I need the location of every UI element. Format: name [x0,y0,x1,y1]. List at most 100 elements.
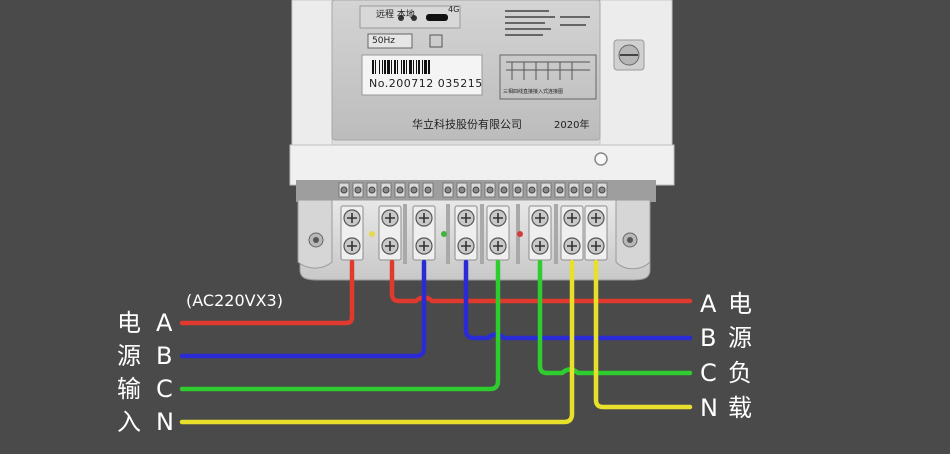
input-title-char-3: 输 [117,375,141,403]
aux-screw-icon [486,186,494,194]
output-phase-a: A [700,290,717,318]
barcode-bar [401,60,402,74]
screw-slot-icon [591,241,601,251]
terminal-cover [289,144,675,281]
screw-slot-icon [461,213,471,223]
input-phase-b: B [156,342,173,370]
barcode-bar [387,60,390,74]
input-title-char-1: 电 [117,309,141,337]
main-terminals [340,204,608,264]
barcode-bar [409,60,412,74]
wire-output-c [537,259,693,376]
aux-screw-icon [542,186,550,194]
barcode-bar [413,60,414,74]
aux-screw-icon [368,186,376,194]
aux-screw-icon [410,186,418,194]
phase-led-icon [369,231,375,237]
aux-screw-icon [570,186,578,194]
aux-screw-icon [598,186,606,194]
barcode-bar [424,60,427,74]
screw-slot-icon [535,241,545,251]
aux-screw-icon [382,186,390,194]
terminal-divider [480,204,484,264]
input-title-char-2: 源 [117,342,141,370]
barcode-bar [382,60,383,74]
mode-label: 远程 本地 [376,10,415,20]
connection-schematic-icon [506,61,590,80]
aux-screw-icon [424,186,432,194]
aux-screw-icon [500,186,508,194]
input-phase-c: C [156,375,173,403]
meter-body [291,0,673,151]
barcode-bar [379,60,380,74]
aux-screw-icon [340,186,348,194]
screw-slot-icon [567,213,577,223]
barcode-bar [403,60,405,74]
manufacture-year: 2020年 [554,120,590,131]
barcode-bar [384,60,386,74]
company-name: 华立科技股份有限公司 [412,118,522,131]
aux-screw-icon [396,186,404,194]
barcode-bar [394,60,396,74]
screw-slot-icon [419,241,429,251]
frequency-label: 50Hz [372,36,395,46]
output-title-char-3: 负 [728,359,752,387]
serial-number: No.200712 035215 [369,77,483,90]
screw-slot-icon [385,241,395,251]
screw-slot-icon [347,213,357,223]
barcode-bar [397,60,398,74]
indicator-hole-icon [594,152,608,166]
barcode-bar [418,60,420,74]
barcode-bar [416,60,417,74]
barcode-icon [372,60,430,74]
output-phase-b: B [700,324,717,352]
wire-input-b [179,259,427,359]
barcode-bar [391,60,392,74]
aux-screw-icon [472,186,480,194]
aux-screw-icon [514,186,522,194]
phase-led-icon [517,231,523,237]
wire-input-n [179,259,575,425]
wire-output-b [463,259,693,341]
mode-switch-icon [426,14,448,21]
output-title-char-2: 源 [728,324,752,352]
screw-slot-icon [419,213,429,223]
barcode-bar [375,60,376,74]
wire-output-a [389,259,693,304]
barcode-bar [372,60,374,74]
aux-screw-icon [584,186,592,194]
wires [179,259,693,425]
wire-input-c [179,259,501,392]
screw-slot-icon [493,241,503,251]
screw-slot-icon [461,241,471,251]
phase-led-icon [441,231,447,237]
terminal-divider [446,204,450,264]
auxiliary-terminals [338,182,608,198]
input-phase-n: N [156,408,174,436]
screw-slot-icon [385,213,395,223]
diagram-caption: 三相四线直接接入式连接图 [503,89,564,95]
terminal-divider [554,204,558,264]
screw-slot-icon [493,213,503,223]
screw-slot-icon [567,241,577,251]
output-phase-n: N [700,394,718,422]
aux-screw-icon [556,186,564,194]
aux-screw-icon [354,186,362,194]
screw-slot-icon [535,213,545,223]
aux-screw-icon [458,186,466,194]
barcode-bar [428,60,430,74]
spec-text-lines [505,10,590,36]
aux-screw-icon [528,186,536,194]
output-title-char-1: 电 [728,290,752,318]
screw-slot-icon [591,213,601,223]
wire-output-n [593,259,693,410]
input-phase-a: A [156,309,173,337]
screw-slot-icon [347,241,357,251]
input-title-char-4: 入 [117,408,141,436]
output-title-char-4: 载 [728,394,752,422]
terminal-divider [403,204,407,264]
aux-screw-icon [444,186,452,194]
network-label: 4G [448,5,460,14]
wire-input-a [179,259,355,326]
